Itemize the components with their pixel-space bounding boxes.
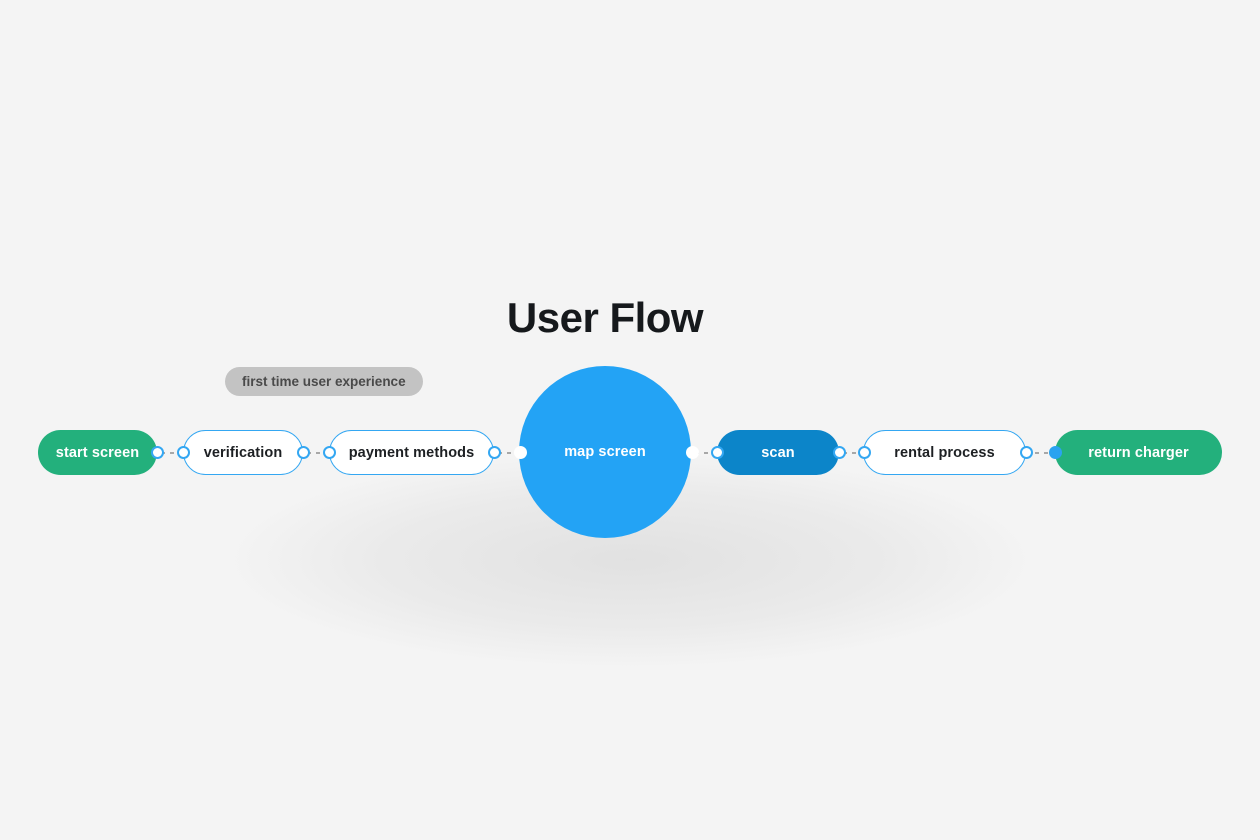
flow-node-label: verification — [203, 444, 283, 461]
flow-node-return-charger[interactable]: return charger — [1055, 430, 1222, 475]
flow-node-rental-process[interactable]: rental process — [863, 430, 1026, 475]
connector-dot-scan-in[interactable] — [711, 446, 724, 459]
connector-dash-5 — [843, 451, 862, 454]
connector-dash-6 — [1035, 451, 1054, 454]
connector-dot-return-charger-in[interactable] — [1049, 446, 1062, 459]
connector-dot-verification-out[interactable] — [297, 446, 310, 459]
connector-dot-rental-process-in[interactable] — [858, 446, 871, 459]
connector-dash-1 — [161, 451, 180, 454]
connector-dot-start-screen-out[interactable] — [151, 446, 164, 459]
flow-node-scan[interactable]: scan — [717, 430, 839, 475]
connector-dot-rental-process-out[interactable] — [1020, 446, 1033, 459]
connector-dot-verification-in[interactable] — [177, 446, 190, 459]
flow-node-label: return charger — [1088, 444, 1189, 461]
connector-dash-2 — [307, 451, 326, 454]
connector-dot-scan-out[interactable] — [833, 446, 846, 459]
connector-dot-payment-methods-out[interactable] — [488, 446, 501, 459]
flow-node-verification[interactable]: verification — [183, 430, 303, 475]
group-label-first-time-user-experience: first time user experience — [225, 367, 423, 396]
flow-node-payment-methods[interactable]: payment methods — [329, 430, 494, 475]
page-title: User Flow — [506, 294, 704, 341]
flow-node-start-screen[interactable]: start screen — [38, 430, 157, 475]
connector-dash-3 — [498, 451, 517, 454]
flow-node-label: rental process — [894, 444, 995, 461]
flow-node-map-screen[interactable]: map screen — [519, 366, 691, 538]
connector-dash-4 — [695, 451, 714, 454]
connector-dot-map-screen-in[interactable] — [514, 446, 527, 459]
connector-dot-map-screen-out[interactable] — [686, 446, 699, 459]
flow-node-label: scan — [761, 444, 795, 461]
flow-node-label: map screen — [564, 444, 646, 460]
connector-dot-payment-methods-in[interactable] — [323, 446, 336, 459]
flow-node-label: start screen — [55, 444, 140, 461]
flow-node-label: payment methods — [348, 444, 475, 461]
